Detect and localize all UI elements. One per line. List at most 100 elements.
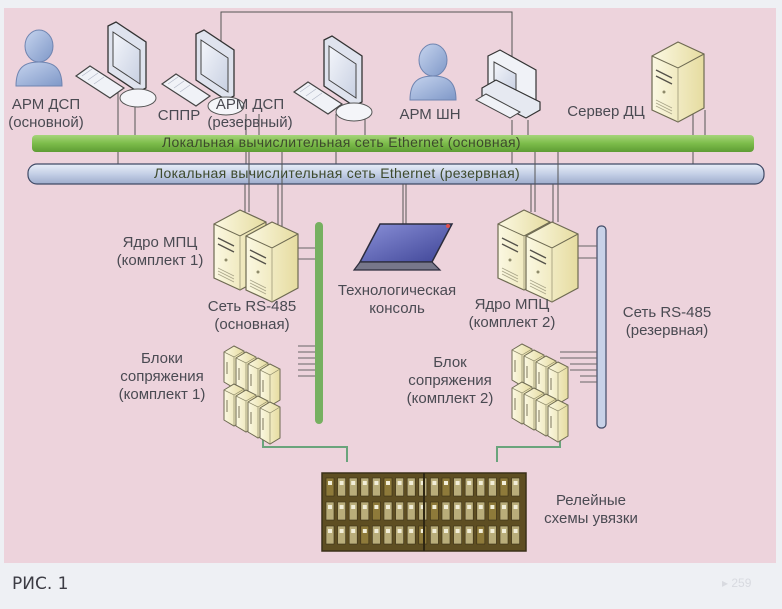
relay-module-window <box>478 529 483 533</box>
relay-panel-image <box>321 472 527 552</box>
relay-module-window <box>351 481 356 485</box>
relay-module-window <box>478 481 483 485</box>
core-1-label: Ядро МПЦ (комплект 1) <box>116 234 204 269</box>
ethernet-reserve-label: Локальная вычислительная сеть Ethernet (… <box>154 165 520 181</box>
relay-module <box>337 501 346 521</box>
relay-module-window <box>420 481 425 485</box>
ethernet-reserve-bus <box>27 163 765 185</box>
rs485-main-taps <box>298 247 315 377</box>
relay-module-window <box>362 481 367 485</box>
top-link-line <box>220 11 513 66</box>
relay-module <box>360 525 370 545</box>
relay-module <box>348 477 358 497</box>
relay-module <box>418 501 428 521</box>
sppr-label: СППР <box>157 107 201 124</box>
relay-module-window <box>339 481 344 485</box>
relay-module-window <box>490 529 495 533</box>
relay-module <box>337 477 346 497</box>
relay-module-window <box>432 481 437 485</box>
relay-module-window <box>386 505 390 509</box>
arm-dsp-main-label: АРМ ДСП (основной) <box>8 96 84 131</box>
relay-module-window <box>420 505 425 509</box>
relay-module <box>348 501 358 521</box>
relay-module-window <box>467 505 472 509</box>
relay-module <box>499 477 509 497</box>
relay-module <box>430 477 439 497</box>
arm-shn-user-icon <box>409 43 457 101</box>
relay-module-window <box>409 481 414 485</box>
relay-module <box>453 525 462 545</box>
relay-module-window <box>455 481 460 485</box>
relay-module-window <box>478 505 483 509</box>
rs485-reserve-label: Сеть RS-485 (резервная) <box>622 304 712 339</box>
interface-1-label: Блоки сопряжения (комплект 1) <box>118 350 206 403</box>
server-dc-label: Сервер ДЦ <box>567 103 645 120</box>
relay-module <box>406 477 416 497</box>
relay-module-window <box>432 505 437 509</box>
interface-2-label: Блок сопряжения (комплект 2) <box>406 354 494 407</box>
interface-1-relay-link <box>262 434 348 462</box>
relay-module <box>395 525 404 545</box>
relay-module <box>488 477 497 497</box>
relay-module <box>511 477 520 497</box>
relay-module-window <box>455 529 460 533</box>
relay-module <box>360 477 370 497</box>
relay-module-window <box>409 529 414 533</box>
relay-module-window <box>362 505 367 509</box>
relay-module <box>418 477 428 497</box>
figure-caption: РИС. 1 <box>12 574 69 594</box>
console-label: Технологическая консоль <box>337 282 457 317</box>
relay-module <box>372 477 381 497</box>
server-dc-icon <box>651 41 705 123</box>
relay-module-window <box>397 505 402 509</box>
core-connection-lines <box>244 152 559 232</box>
relay-module <box>430 501 439 521</box>
relay-module <box>453 477 462 497</box>
interface-set-1-icon <box>223 345 281 445</box>
relay-module <box>464 501 474 521</box>
relay-module-window <box>420 529 425 533</box>
relay-module-window <box>444 529 448 533</box>
rs485-main-label: Сеть RS-485 (основная) <box>207 298 297 333</box>
rs485-main-bus <box>315 222 323 424</box>
page-mark: ▸ 259 <box>722 576 752 590</box>
relay-module-window <box>409 505 414 509</box>
relay-module <box>511 501 520 521</box>
relay-module-window <box>502 481 506 485</box>
relay-module-window <box>513 481 518 485</box>
relay-label: Релейные схемы увязки <box>544 492 638 527</box>
arm-shn-label: АРМ ШН <box>399 106 461 123</box>
rs485-reserve-taps <box>560 245 597 383</box>
rs485-reserve-bus <box>596 225 607 429</box>
core-1-server-b-icon <box>245 221 299 303</box>
relay-module <box>430 525 439 545</box>
relay-module <box>383 525 393 545</box>
arm-dsp-reserve-label: АРМ ДСП (резервный) <box>207 96 293 131</box>
relay-module <box>453 501 462 521</box>
relay-module-window <box>328 529 332 533</box>
relay-module <box>464 477 474 497</box>
relay-module-window <box>339 505 344 509</box>
relay-module <box>383 501 393 521</box>
ethernet-main-label: Локальная вычислительная сеть Ethernet (… <box>162 134 521 150</box>
relay-module-window <box>502 529 506 533</box>
ethernet-main-bus <box>32 135 754 152</box>
relay-module-window <box>328 505 332 509</box>
relay-module <box>406 501 416 521</box>
relay-module <box>441 525 451 545</box>
relay-module-window <box>444 505 448 509</box>
relay-module-window <box>397 529 402 533</box>
relay-module-window <box>444 481 448 485</box>
relay-module <box>476 501 486 521</box>
relay-module <box>418 525 428 545</box>
relay-module <box>325 477 335 497</box>
relay-module <box>499 501 509 521</box>
relay-module <box>441 477 451 497</box>
relay-module-window <box>467 481 472 485</box>
relay-module <box>372 501 381 521</box>
relay-module <box>337 525 346 545</box>
relay-module-window <box>467 529 472 533</box>
relay-module-window <box>374 481 379 485</box>
relay-module-window <box>513 529 518 533</box>
